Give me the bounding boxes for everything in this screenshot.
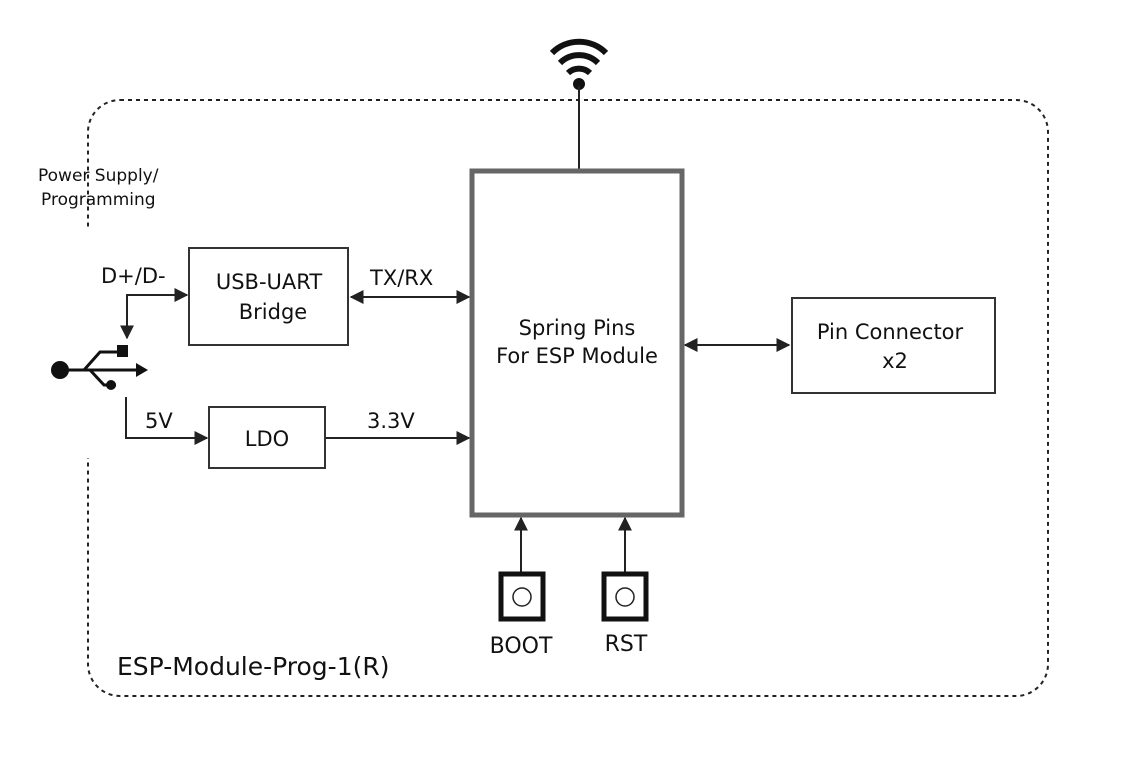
data-signal-label: D+/D- [101,264,166,288]
power-signal-label: 5V [145,409,173,433]
pin-connector-block [791,297,996,394]
pin-connector-label-line1: Pin Connector [817,320,964,344]
board-outline [87,99,1049,697]
wifi-icon [549,38,609,90]
usb-uart-label-line2: Bridge [239,300,307,324]
spring-pins-block [469,168,685,518]
ldo-out-label: 3.3V [367,409,415,433]
power-line [125,397,209,445]
data-line [120,288,189,340]
usb-icon [51,345,148,390]
pin-connector-label-line2: x2 [882,349,908,373]
ldo-label: LDO [245,427,289,451]
rst-label: RST [605,632,648,657]
boot-button[interactable] [498,571,546,622]
usb-uart-bridge-block [188,247,349,346]
uart-signal-label: TX/RX [369,266,433,290]
usb-label-line1: Power Supply/ [38,166,159,186]
outline-gap [80,228,96,458]
usb-uart-label-line1: USB-UART [216,270,322,294]
ldo-block [208,406,326,469]
board-name: ESP-Module-Prog-1(R) [117,652,389,681]
rst-button[interactable] [601,571,649,622]
spring-pins-label-line2: For ESP Module [496,344,658,368]
boot-label: BOOT [490,634,553,659]
usb-label-line2: Programming [41,190,156,210]
spring-pins-label-line1: Spring Pins [519,316,636,340]
